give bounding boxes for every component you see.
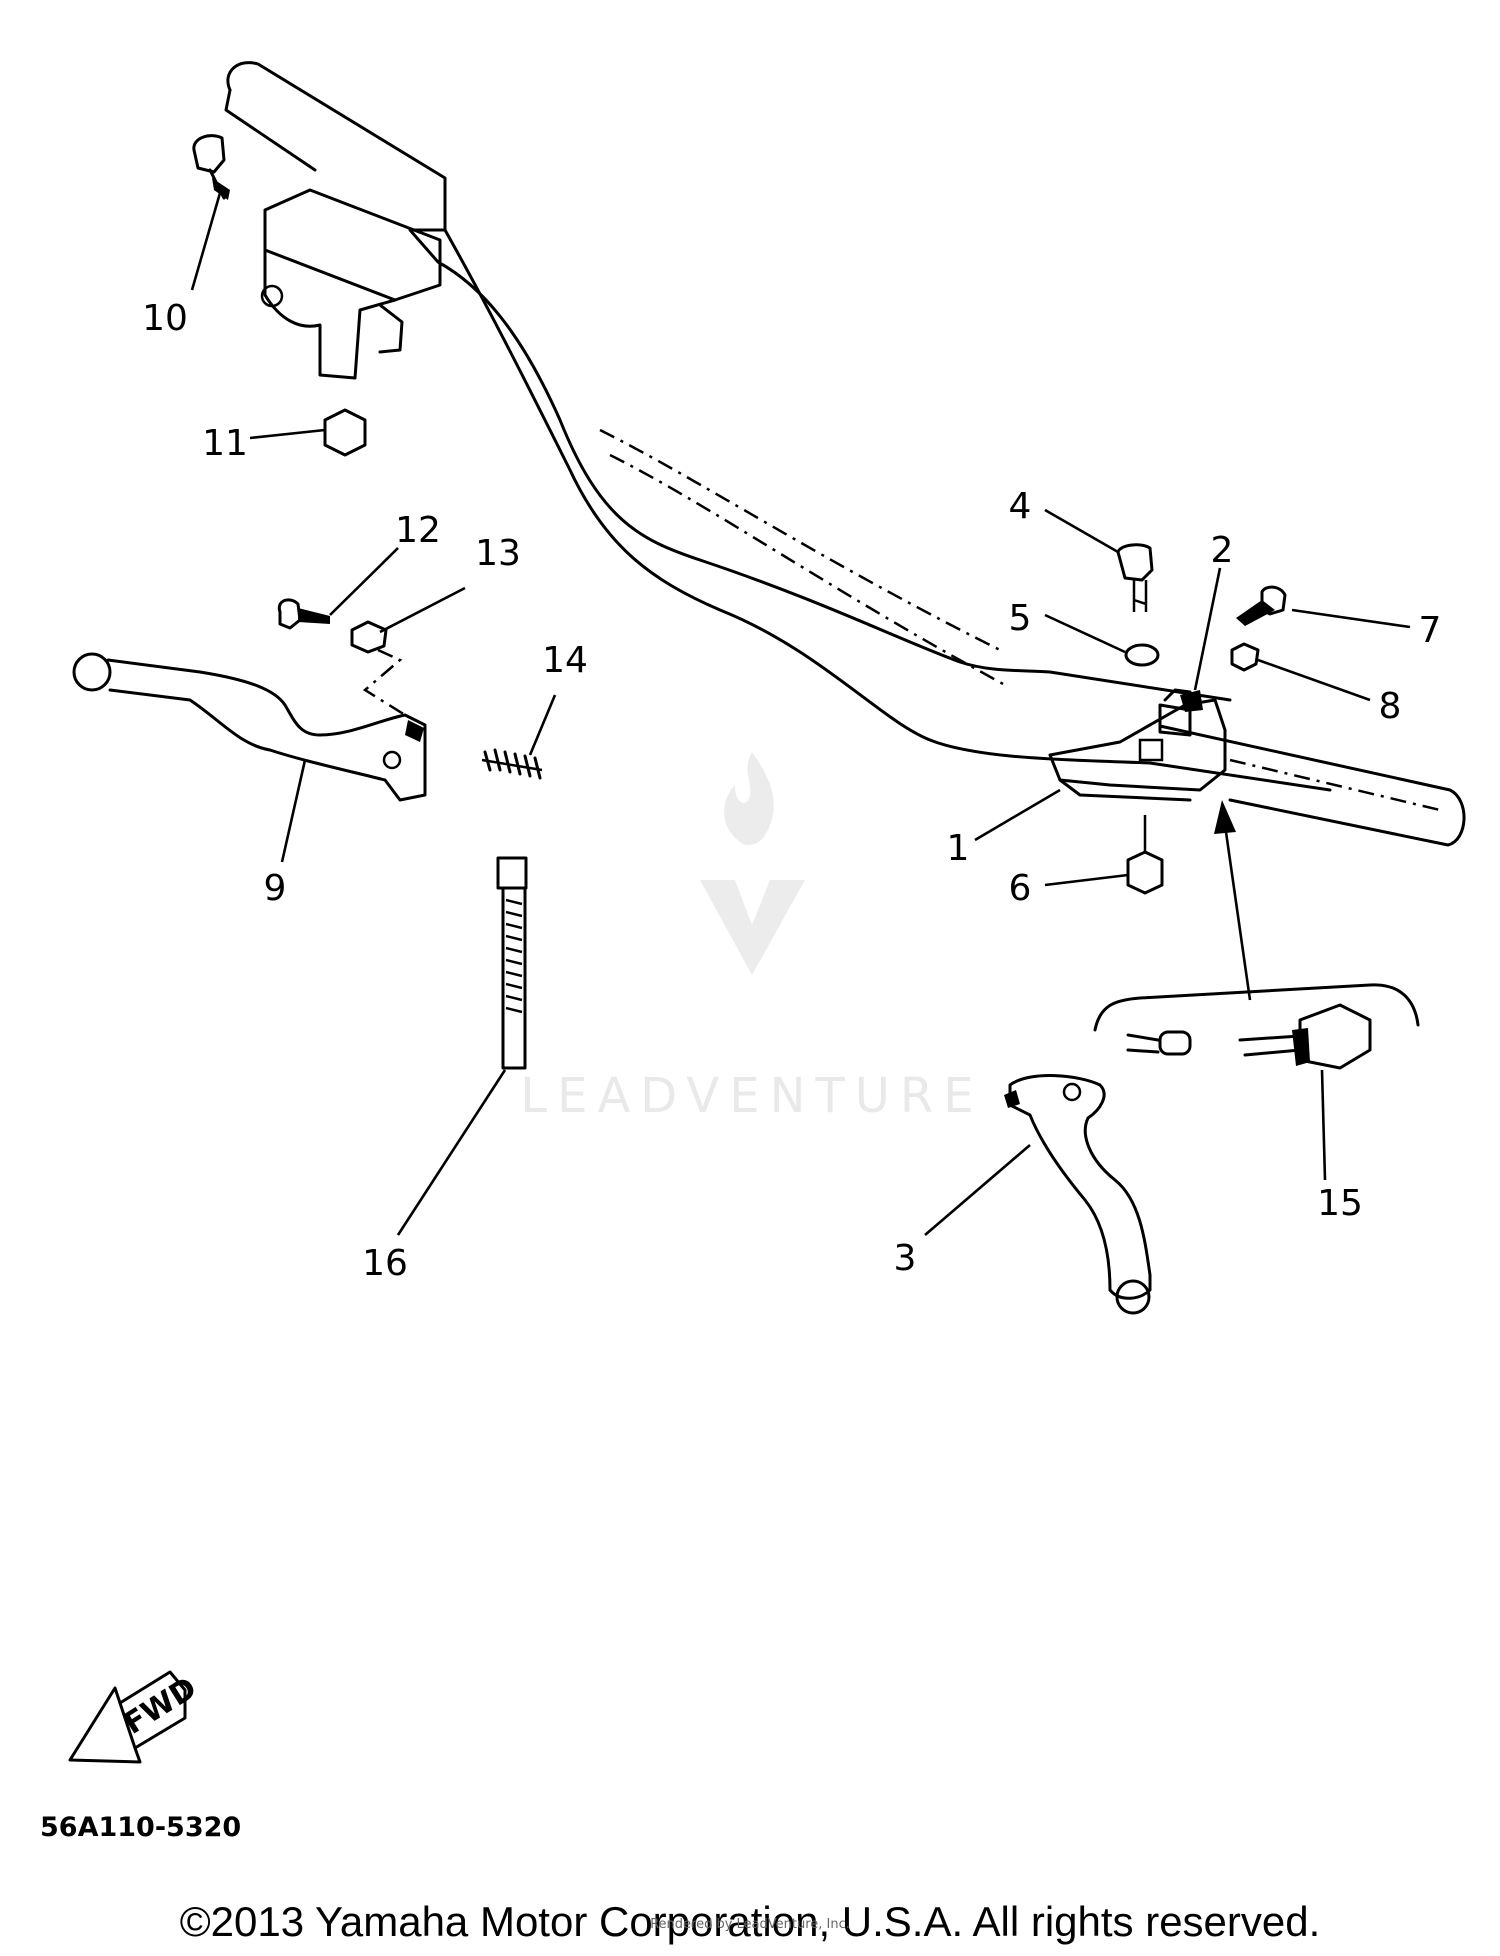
callout-5: 5 — [1009, 598, 1032, 639]
switch-assembly-bracket — [1093, 983, 1420, 1032]
leader-7 — [1291, 608, 1411, 629]
leader-8 — [1257, 658, 1371, 702]
callout-15: 15 — [1317, 1183, 1363, 1224]
callout-4: 4 — [1009, 486, 1032, 527]
leader-4 — [1044, 508, 1119, 554]
part-10-bolt — [192, 134, 230, 200]
callout-2: 2 — [1211, 530, 1234, 571]
leader-2 — [1193, 567, 1222, 691]
part-6-nut — [1126, 850, 1164, 895]
callout-3: 3 — [894, 1238, 917, 1279]
leader-15 — [1320, 1069, 1327, 1181]
part-15-switch — [1126, 1003, 1372, 1070]
callout-16: 16 — [362, 1243, 408, 1284]
leader-14 — [528, 694, 557, 756]
leader-9 — [280, 759, 307, 863]
leader-16 — [396, 1069, 507, 1236]
callout-13: 13 — [475, 533, 521, 574]
switch-arrow-line — [1223, 824, 1252, 1001]
callout-6: 6 — [1009, 868, 1032, 909]
part-9-clutch-lever — [72, 652, 427, 802]
callout-11: 11 — [202, 423, 248, 464]
fwd-arrow: FWD — [68, 1670, 203, 1764]
part-16-cable-tie — [496, 856, 528, 1070]
part-1-lever-holder — [1048, 688, 1227, 802]
leader-11 — [249, 428, 326, 440]
leader-10 — [190, 192, 222, 291]
watermark-text: LEADVENTURE — [520, 1068, 983, 1124]
handlebar — [224, 61, 1466, 847]
leader-lines — [190, 192, 1411, 1236]
part-3-brake-lever — [1004, 1074, 1152, 1315]
leader-12 — [329, 547, 399, 616]
part-14-spring — [481, 748, 543, 780]
fwd-label: FWD — [118, 1671, 203, 1742]
render-credit: Rendered by LeadVenture, Inc. — [650, 1917, 850, 1932]
callout-14: 14 — [542, 640, 588, 681]
callout-10: 10 — [142, 298, 188, 339]
leader-5 — [1044, 613, 1126, 654]
brake-master-cylinder — [260, 188, 442, 380]
leader-13 — [379, 586, 466, 634]
leader-3 — [924, 1144, 1031, 1236]
part-11-nut — [323, 408, 367, 457]
switch-arrow-head — [1214, 800, 1236, 834]
callout-numbers: 1 2 3 4 5 6 7 8 9 10 11 12 13 14 15 16 — [142, 298, 1441, 1284]
watermark-logo: LEADVENTURE — [520, 752, 983, 1124]
part-13-nut — [350, 620, 388, 654]
callout-1: 1 — [947, 828, 970, 869]
part-2-pivot — [1180, 690, 1203, 712]
callout-9: 9 — [264, 868, 287, 909]
leader-1 — [974, 788, 1061, 842]
callout-7: 7 — [1419, 610, 1442, 651]
part-12-bolt — [277, 598, 330, 630]
leader-6 — [1044, 873, 1129, 887]
part-4-bolt — [1116, 543, 1154, 612]
part-5-washer — [1124, 643, 1160, 667]
callout-8: 8 — [1379, 686, 1402, 727]
diagram-code: 56A110-5320 — [40, 1812, 241, 1843]
callout-12: 12 — [395, 510, 441, 551]
copyright-notice: ©2013 Yamaha Motor Corporation, U.S.A. A… — [179, 1898, 1321, 1945]
part-8-nut — [1230, 642, 1260, 672]
part-7-bolt — [1236, 585, 1287, 626]
